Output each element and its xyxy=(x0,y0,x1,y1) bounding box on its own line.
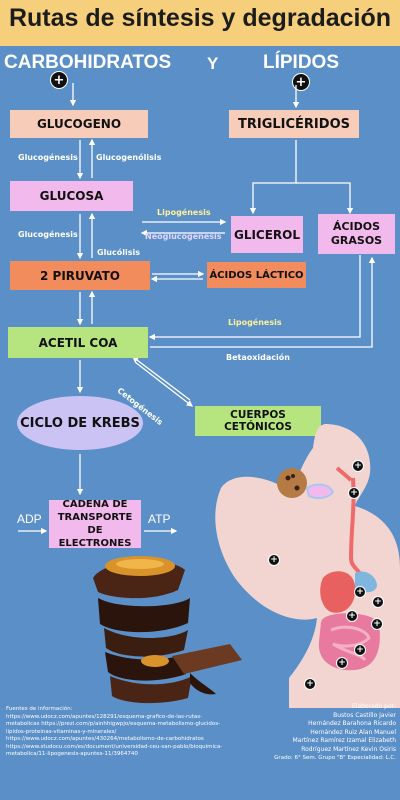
source-line: metabolica/11-lipogenesis-apuntes-11/396… xyxy=(6,751,138,757)
human-body-illustration xyxy=(215,424,400,708)
header-lipidos: LÍPIDOS xyxy=(263,52,340,73)
plus-icon: + xyxy=(336,657,348,669)
cadena-line-2: TRANSPORTE DE xyxy=(57,512,133,536)
plus-icon: + xyxy=(354,644,366,656)
arrow-acidos-to-acetil xyxy=(148,255,361,341)
source-line: https://www.udocz.com/apuntes/430264/met… xyxy=(6,736,204,742)
node-glucosa: GLUCOSA xyxy=(10,181,133,211)
plus-icon: + xyxy=(268,554,280,566)
plus-icon: + xyxy=(372,596,384,608)
credits-block: Elaborado por: Bustos Castillo Javier He… xyxy=(236,703,396,763)
node-trigliceridos: TRIGLICÉRIDOS xyxy=(229,110,359,138)
arrow-acetil-to-acidos xyxy=(150,256,376,348)
acidos-grasos-line-1: ÁCIDOS xyxy=(332,220,381,233)
credit-name: Bustos Castillo Javier xyxy=(333,711,396,719)
header-carbohidratos: CARBOHIDRATOS xyxy=(4,52,172,73)
cadena-line-1: CADENA DE xyxy=(62,499,128,510)
label-glucogenolisis: Glucogenólisis xyxy=(96,153,162,162)
chocolate-stack-illustration xyxy=(93,556,242,704)
node-acidos-grasos: ÁCIDOS GRASOS xyxy=(318,214,395,254)
title-bar xyxy=(0,0,400,46)
sources-heading: Fuentes de información: xyxy=(6,706,73,712)
credit-name: Hernández Barahona Ricardo xyxy=(308,720,396,727)
plus-icon: + xyxy=(304,678,316,690)
source-line: https://www.studocu.com/es/document/univ… xyxy=(6,743,223,750)
acidos-grasos-line-2: GRASOS xyxy=(330,234,383,247)
label-adp: ADP xyxy=(17,512,42,526)
node-glicerol: GLICEROL xyxy=(231,216,303,253)
arrow-tg-to-acidos xyxy=(296,182,354,215)
node-acetil-coa: ACETIL COA xyxy=(8,327,148,358)
plus-icon: + xyxy=(346,610,358,622)
node-cuerpos-cetonicos: CUERPOS CETÓNICOS xyxy=(195,406,321,436)
arrow-cetonicos-to-acetil xyxy=(131,356,191,401)
plus-icon: + xyxy=(352,460,364,472)
sources-block: Fuentes de información: https://www.udoc… xyxy=(6,706,256,759)
credits-heading: Elaborado por: xyxy=(351,703,396,710)
credits-footer: Grado: 6° Sem. Grupo "B" Especialidad: L… xyxy=(274,755,396,761)
plus-icon: + xyxy=(354,586,366,598)
header-y: Y xyxy=(207,54,219,73)
label-glucogenesis-2: Glucogénesis xyxy=(18,230,78,239)
arrow-tg-to-glicerol xyxy=(249,140,297,215)
label-lipogenesis-2: Lipogénesis xyxy=(228,318,282,327)
node-cadena-transporte: CADENA DE TRANSPORTE DE ELECTRONES xyxy=(49,499,141,549)
plus-icon: + xyxy=(348,487,360,499)
source-line: https://www.udocz.com/apuntes/128291/esq… xyxy=(6,713,203,720)
plus-icon: + xyxy=(371,618,383,630)
label-glucogenesis-1: Glucogénesis xyxy=(18,153,78,162)
arrow-acetil-to-cetonicos xyxy=(134,361,194,407)
node-piruvato: 2 PIRUVATO xyxy=(10,261,150,290)
source-line: lipidos-proteinas-vitaminas-y-minerales/ xyxy=(6,728,117,735)
page-title: Rutas de síntesis y degradación xyxy=(8,4,392,32)
node-glucogeno: GLUCOGENO xyxy=(10,110,148,138)
label-atp: ATP xyxy=(148,512,171,526)
cadena-line-3: ELECTRONES xyxy=(58,538,132,549)
credit-name: Rodríguez Martínez Kevin Osiris xyxy=(301,745,396,753)
source-line: metabolicas https://prezi.com/p/ainhhigw… xyxy=(6,721,221,727)
credit-name: Hernández Ruiz Alan Manuel xyxy=(310,728,396,736)
plus-icon: + xyxy=(50,71,68,89)
node-acidos-lactico: ÁCIDOS LÁCTICO xyxy=(207,262,306,288)
label-glucolisis: Glucólisis xyxy=(97,248,140,257)
label-betaoxidacion: Betaoxidación xyxy=(226,353,290,362)
credit-name: Martínez Ramírez Izamal Elizabeth xyxy=(292,737,397,744)
node-ciclo-krebs: CICLO DE KREBS xyxy=(17,396,143,450)
label-neoglucogenesis: Neoglucogénesis xyxy=(145,232,222,241)
label-lipogenesis-1: Lipogénesis xyxy=(157,208,211,217)
